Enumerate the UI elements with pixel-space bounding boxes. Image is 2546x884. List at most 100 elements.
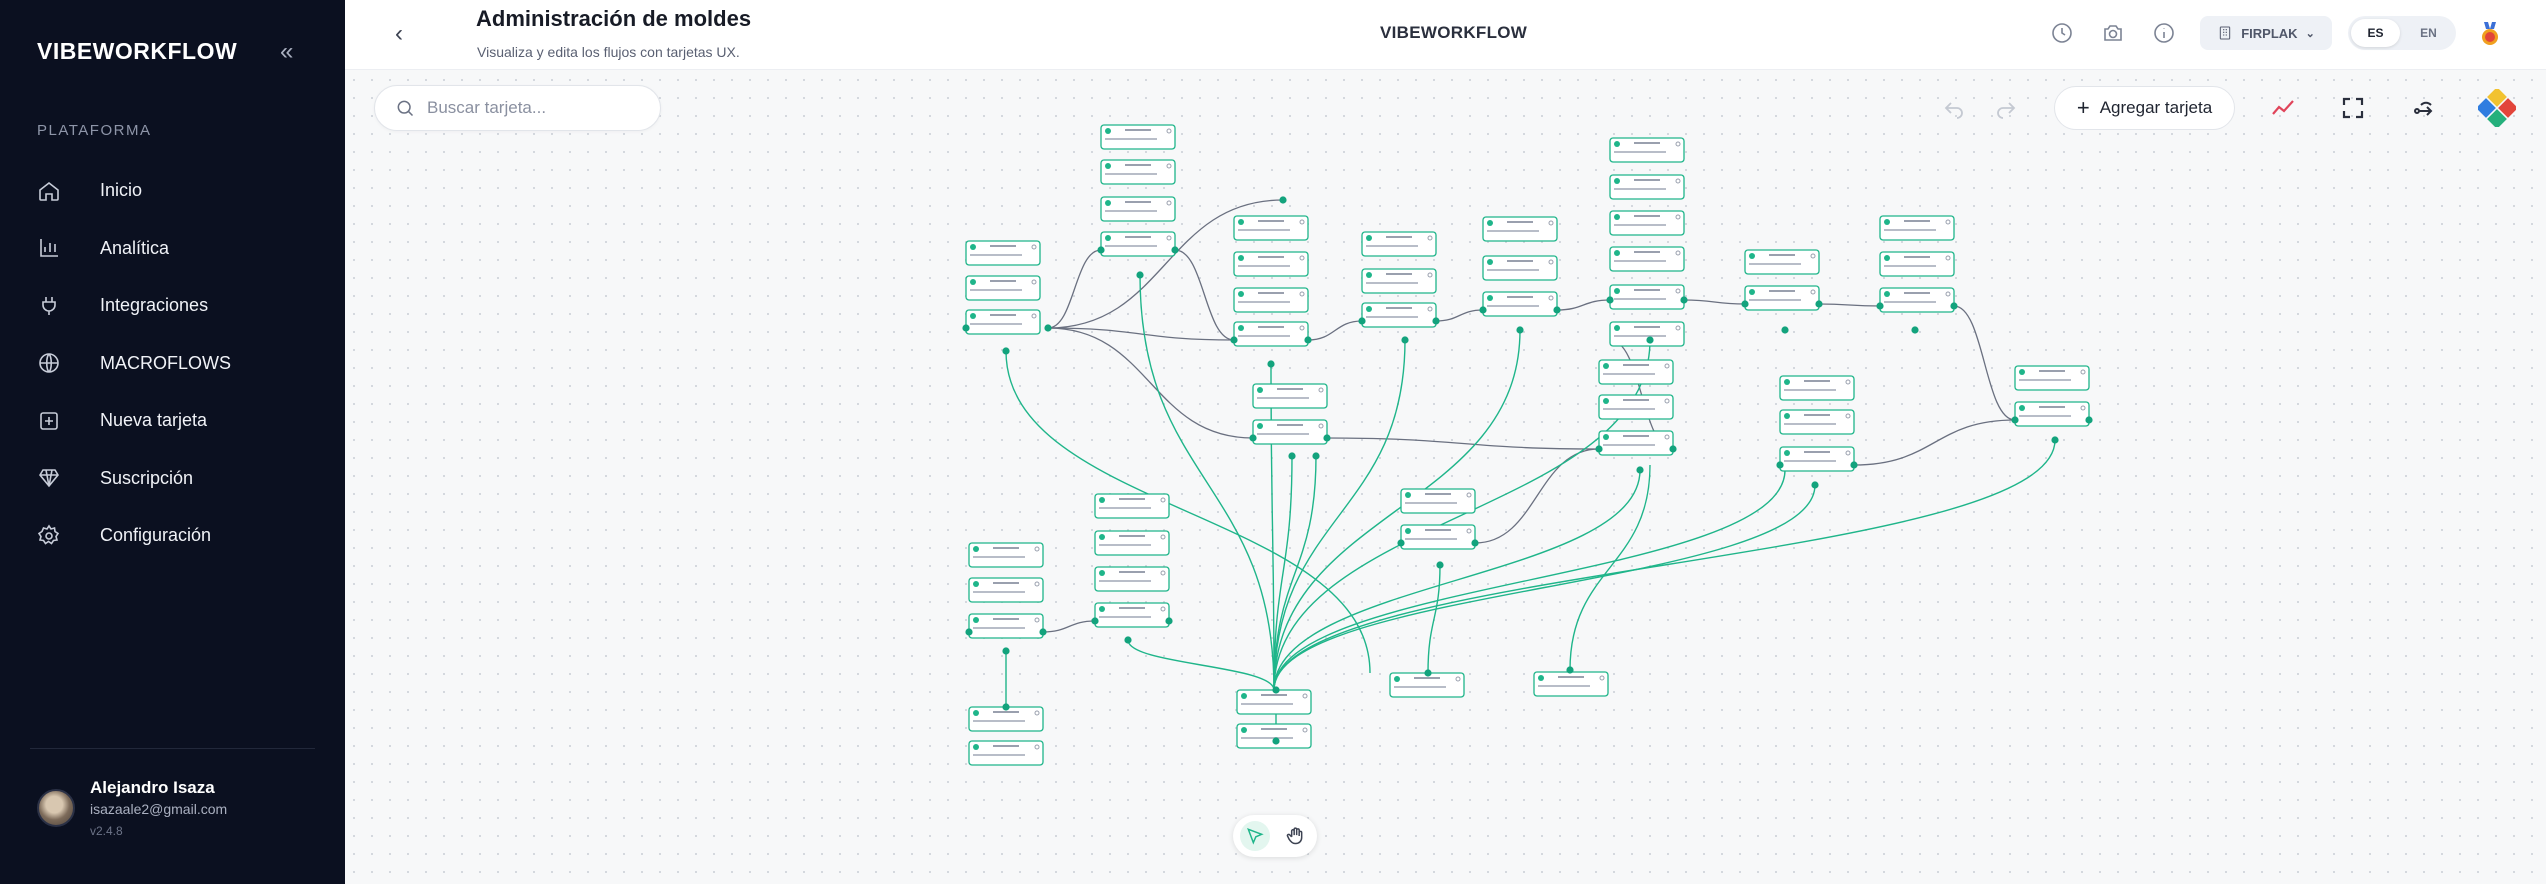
sidebar-item-integraciones[interactable]: Integraciones: [37, 277, 317, 335]
card-title-line: [1258, 220, 1284, 222]
card-text-line: [1884, 301, 1936, 303]
card-type-icon: [1538, 675, 1544, 681]
sidebar-item-macroflows[interactable]: MACROFLOWS: [37, 335, 317, 393]
language-en[interactable]: EN: [2420, 26, 2437, 40]
flow-card-body: [1361, 231, 1437, 257]
flow-card-body: [1233, 251, 1309, 277]
flow-card[interactable]: [968, 577, 1044, 603]
flow-card[interactable]: [1598, 430, 1674, 456]
flow-card[interactable]: [1482, 291, 1558, 317]
card-title-line: [1904, 256, 1930, 258]
card-close-icon: [1945, 219, 1951, 225]
flow-card[interactable]: [968, 740, 1044, 766]
flow-canvas[interactable]: [345, 71, 2546, 884]
undo-icon[interactable]: [1942, 96, 1966, 120]
flow-card[interactable]: [1400, 524, 1476, 550]
flow-card[interactable]: [1879, 215, 1955, 241]
select-mode-button[interactable]: [1240, 821, 1270, 851]
medal-icon[interactable]: [2479, 21, 2501, 47]
flow-card[interactable]: [1233, 251, 1309, 277]
back-chevron-icon[interactable]: ‹: [395, 20, 403, 47]
flow-card[interactable]: [1361, 231, 1437, 257]
flow-card[interactable]: [1598, 394, 1674, 420]
sidebar-item-configuracion[interactable]: Configuración: [37, 507, 317, 565]
flow-card[interactable]: [1744, 285, 1820, 311]
flow-card[interactable]: [1233, 215, 1309, 241]
sidebar-item-analitica[interactable]: Analítica: [37, 220, 317, 278]
flow-card[interactable]: [1233, 287, 1309, 313]
flow-card[interactable]: [1100, 196, 1176, 222]
flow-card[interactable]: [1094, 566, 1170, 592]
collapse-sidebar-icon[interactable]: «: [280, 38, 294, 65]
history-clock-icon[interactable]: [2050, 21, 2074, 45]
flow-card[interactable]: [1609, 246, 1685, 272]
flow-card[interactable]: [1598, 359, 1674, 385]
flow-card[interactable]: [1609, 174, 1685, 200]
connection-handle: [1471, 539, 1479, 547]
flow-card[interactable]: [1482, 255, 1558, 281]
flow-card[interactable]: [1779, 409, 1855, 435]
connection-handle: [1097, 246, 1105, 254]
flow-card[interactable]: [1533, 671, 1609, 697]
flow-card[interactable]: [965, 275, 1041, 301]
flow-card[interactable]: [1252, 419, 1328, 445]
flow-card[interactable]: [968, 706, 1044, 732]
card-text-line: [1105, 245, 1157, 247]
flow-card[interactable]: [1100, 159, 1176, 185]
flow-card[interactable]: [1879, 287, 1955, 313]
sidebar-item-nueva-tarjeta[interactable]: Nueva tarjeta: [37, 392, 317, 450]
flow-card[interactable]: [965, 240, 1041, 266]
avatar[interactable]: [37, 789, 75, 827]
card-type-icon: [1614, 250, 1620, 256]
app-logo-icon[interactable]: [2478, 89, 2516, 127]
search-box[interactable]: [374, 85, 661, 131]
card-text-line: [1238, 265, 1290, 267]
flow-card[interactable]: [1236, 689, 1312, 715]
flow-card[interactable]: [968, 613, 1044, 639]
auto-layout-icon[interactable]: [2413, 96, 2437, 120]
pan-mode-button[interactable]: [1280, 821, 1310, 851]
flow-card[interactable]: [1482, 216, 1558, 242]
fullscreen-icon[interactable]: [2341, 96, 2365, 120]
flow-card[interactable]: [1389, 672, 1465, 698]
info-icon[interactable]: [2152, 21, 2176, 45]
card-close-icon: [1160, 534, 1166, 540]
flow-card[interactable]: [968, 542, 1044, 568]
flow-card[interactable]: [1094, 493, 1170, 519]
flow-card[interactable]: [1879, 251, 1955, 277]
sidebar-item-inicio[interactable]: Inicio: [37, 162, 317, 220]
flow-card[interactable]: [2014, 365, 2090, 391]
flow-card[interactable]: [1094, 530, 1170, 556]
flow-card[interactable]: [1779, 446, 1855, 472]
add-card-button[interactable]: + Agregar tarjeta: [2054, 86, 2235, 130]
card-type-icon: [973, 744, 979, 750]
flow-card[interactable]: [1779, 375, 1855, 401]
camera-icon[interactable]: [2101, 21, 2125, 45]
sidebar-item-suscripcion[interactable]: Suscripción: [37, 450, 317, 508]
search-input[interactable]: [427, 98, 647, 118]
trend-line-icon[interactable]: [2271, 96, 2295, 120]
flow-card[interactable]: [1609, 210, 1685, 236]
flow-card[interactable]: [965, 309, 1041, 335]
flow-card[interactable]: [1609, 137, 1685, 163]
flow-card[interactable]: [2014, 401, 2090, 427]
flow-card[interactable]: [1609, 284, 1685, 310]
flow-card-body: [1779, 375, 1855, 401]
flow-card[interactable]: [1094, 602, 1170, 628]
flow-card[interactable]: [1100, 124, 1176, 150]
flow-card[interactable]: [1400, 488, 1476, 514]
flow-card[interactable]: [1236, 723, 1312, 749]
card-type-icon: [1099, 497, 1105, 503]
flow-card[interactable]: [1252, 383, 1328, 409]
card-type-icon: [1603, 434, 1609, 440]
flow-card[interactable]: [1361, 302, 1437, 328]
company-selector[interactable]: FIRPLAK ⌄: [2200, 16, 2332, 50]
card-type-icon: [1614, 325, 1620, 331]
redo-icon[interactable]: [1994, 96, 2018, 120]
flow-card[interactable]: [1744, 249, 1820, 275]
flow-card[interactable]: [1100, 231, 1176, 257]
language-es[interactable]: ES: [2351, 19, 2400, 47]
flow-card[interactable]: [1361, 268, 1437, 294]
flow-card[interactable]: [1609, 321, 1685, 347]
flow-card[interactable]: [1233, 321, 1309, 347]
